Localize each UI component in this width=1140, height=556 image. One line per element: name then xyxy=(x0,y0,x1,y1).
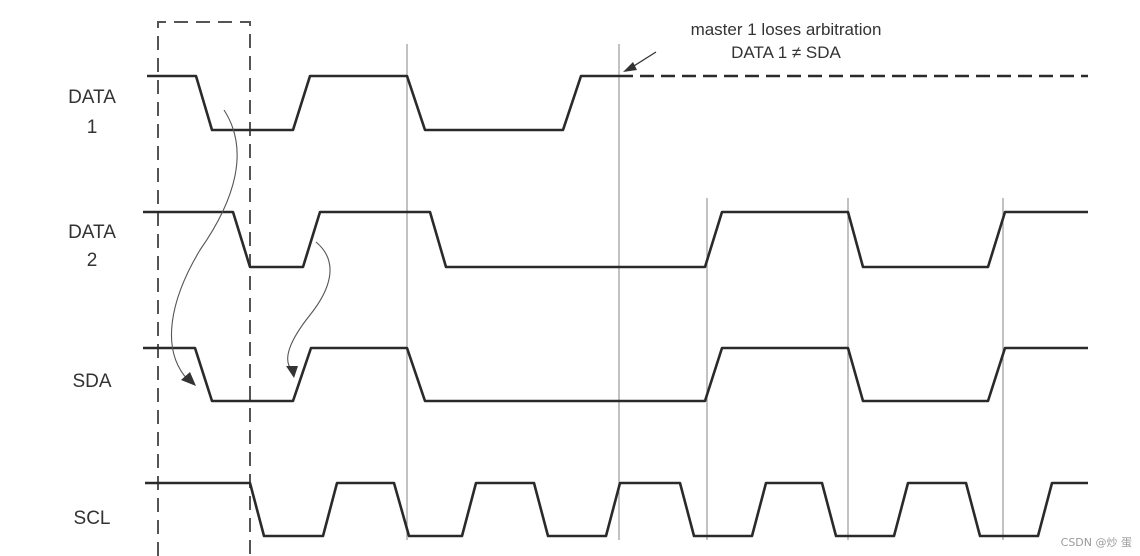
start-condition-dashed-box xyxy=(157,21,251,556)
data1-label-line2: 1 xyxy=(87,117,98,138)
data2-to-sda-arrowhead xyxy=(286,366,298,378)
scl-waveform xyxy=(145,481,1088,538)
data1-to-sda-curve-arrow xyxy=(170,109,238,381)
data2-to-sda-curve-arrow xyxy=(287,241,331,371)
data1-to-sda-arrowhead xyxy=(181,372,196,386)
data2-label-line1: DATA xyxy=(68,222,116,243)
data2-waveform xyxy=(143,210,1088,269)
data1-label-line1: DATA xyxy=(68,87,116,108)
sda-waveform xyxy=(143,346,1088,403)
annotation-line1: master 1 loses arbitration xyxy=(691,20,882,39)
annotation-line2: DATA 1 ≠ SDA xyxy=(731,43,841,62)
data1-waveform xyxy=(147,74,619,132)
annotation-pointer-arrowhead xyxy=(623,62,637,72)
sda-label: SDA xyxy=(72,371,111,392)
scl-label: SCL xyxy=(74,508,111,529)
data2-label-line2: 2 xyxy=(87,250,98,271)
watermark-text: CSDN @炒 蛋 xyxy=(1061,536,1132,549)
